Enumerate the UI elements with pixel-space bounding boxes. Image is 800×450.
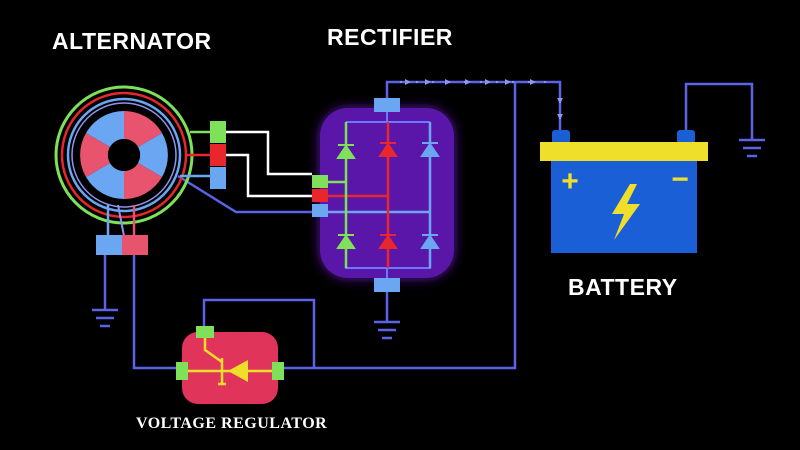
alternator — [54, 85, 226, 255]
rectifier-label: RECTIFIER — [327, 24, 453, 50]
wires — [103, 80, 754, 370]
battery-label: BATTERY — [568, 274, 678, 300]
ground-icon — [92, 308, 118, 328]
top-output-wire — [385, 80, 562, 136]
lightning-icon — [612, 184, 640, 240]
rectifier — [312, 98, 454, 292]
brush-to-regulator-wire — [132, 255, 182, 370]
battery-positive-symbol: + — [561, 165, 579, 198]
battery-ground-wire — [684, 82, 754, 140]
regulator-sense-wire — [278, 82, 517, 370]
ground-icon — [739, 138, 765, 158]
voltage-regulator-label: VOLTAGE REGULATOR — [136, 415, 328, 432]
battery-negative-symbol: − — [671, 163, 689, 196]
white-phase-wires — [226, 130, 312, 198]
phase-a-wire — [226, 130, 312, 176]
diode-icon — [420, 142, 440, 249]
rectifier-output-positive — [374, 98, 400, 112]
regulator-left-terminal — [176, 362, 188, 380]
flow-arrow-marks — [405, 79, 563, 120]
regulator-top-terminal — [196, 326, 214, 338]
brush-terminal-positive — [122, 235, 148, 255]
stator-ring-blue — [66, 97, 182, 213]
rotor — [80, 111, 168, 199]
phase-b-wire — [226, 153, 312, 198]
regulator-right-terminal — [272, 362, 284, 380]
voltage-regulator — [176, 326, 284, 404]
diode-icon — [378, 142, 398, 249]
alternator-label: ALTERNATOR — [52, 28, 212, 54]
battery-negative-post — [677, 130, 695, 144]
battery-top — [540, 142, 708, 161]
battery: + − — [540, 130, 708, 253]
rectifier-input-a — [312, 175, 328, 188]
brush-terminal-negative — [96, 235, 122, 255]
phase-b-terminal — [210, 144, 226, 166]
rectifier-output-ground — [374, 278, 400, 292]
diode-icon — [336, 144, 356, 249]
rectifier-input-c — [312, 204, 328, 217]
battery-positive-post — [552, 130, 570, 144]
phase-c-wire — [177, 174, 312, 214]
ground-icon — [374, 320, 400, 340]
phase-c-terminal — [210, 167, 226, 189]
phase-a-terminal — [210, 121, 226, 143]
rectifier-input-b — [312, 189, 328, 202]
regulator-field-wire — [202, 298, 316, 368]
